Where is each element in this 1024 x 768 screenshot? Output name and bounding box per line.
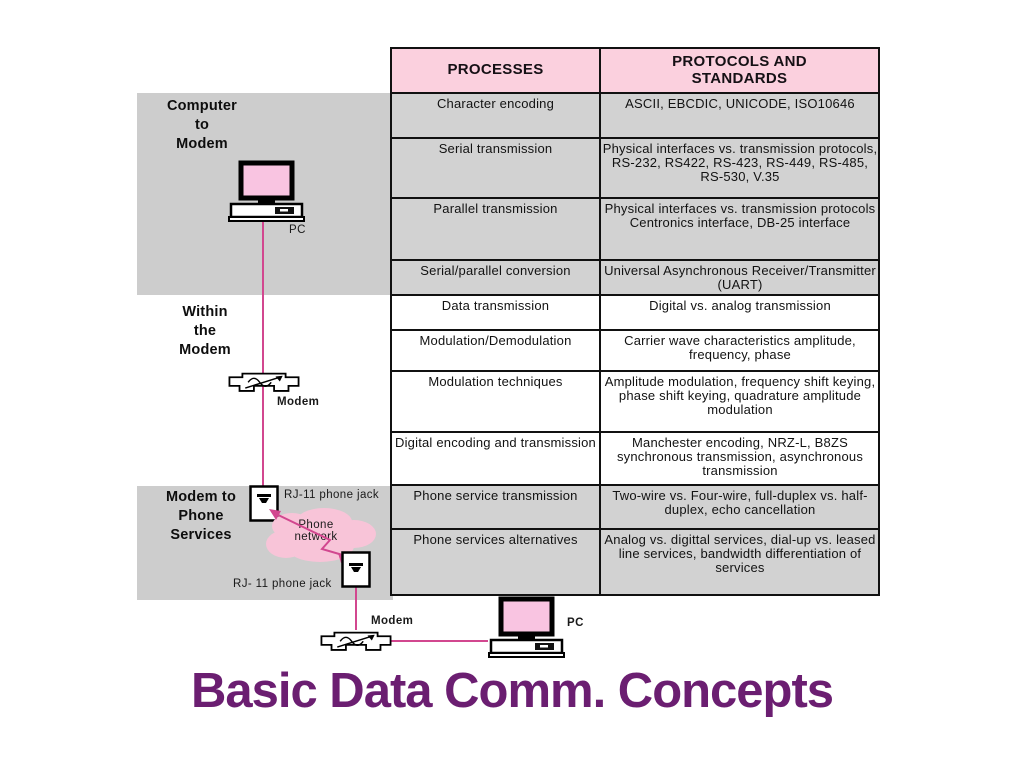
process-table: PROCESSES PROTOCOLS AND STANDARDS Charac… bbox=[390, 47, 880, 596]
pc-to-jack-line bbox=[262, 219, 264, 489]
table-header-row: PROCESSES PROTOCOLS AND STANDARDS bbox=[392, 49, 878, 92]
protocols-cell: Amplitude modulation, frequency shift ke… bbox=[604, 374, 876, 418]
protocols-cell: Manchester encoding, NRZ-L, B8ZS synchro… bbox=[616, 435, 864, 479]
process-cell: Phone service transmission bbox=[392, 486, 601, 528]
table-row: Character encoding ASCII, EBCDIC, UNICODE… bbox=[392, 92, 878, 137]
process-table-body: Character encoding ASCII, EBCDIC, UNICODE… bbox=[392, 92, 878, 594]
table-row: Modulation/Demodulation Carrier wave char… bbox=[392, 329, 878, 370]
pc-icon bbox=[228, 160, 305, 222]
protocols-cell: Universal Asynchronous Receiver/Transmit… bbox=[604, 263, 876, 293]
protocols-cell: ASCII, EBCDIC, UNICODE, ISO10646 bbox=[625, 96, 855, 111]
pc-bottom-label: PC bbox=[567, 617, 584, 629]
process-cell: Serial/parallel conversion bbox=[392, 261, 601, 294]
jack-top-label: RJ-11 phone jack bbox=[284, 489, 380, 501]
protocols-cell: Digital vs. analog transmission bbox=[649, 298, 831, 313]
table-row: Digital encoding and transmission Manches… bbox=[392, 431, 878, 484]
process-cell: Digital encoding and transmission bbox=[392, 433, 601, 484]
rj11-jack-icon bbox=[341, 551, 371, 588]
modem-icon bbox=[320, 631, 392, 651]
table-row: Data transmission Digital vs. analog tran… bbox=[392, 294, 878, 329]
table-row: Phone service transmission Two-wire vs. F… bbox=[392, 484, 878, 528]
pc-icon bbox=[488, 596, 565, 658]
slide-title: Basic Data Comm. Concepts bbox=[190, 664, 834, 718]
process-cell: Modulation techniques bbox=[392, 372, 601, 431]
modem-to-pc-line bbox=[391, 640, 488, 642]
protocols-cell: Physical interfaces vs. transmission pro… bbox=[602, 141, 878, 185]
jack-bottom-label: RJ- 11 phone jack bbox=[233, 578, 332, 590]
process-cell: Modulation/Demodulation bbox=[392, 331, 601, 370]
table-header-processes: PROCESSES bbox=[392, 49, 601, 92]
section-label-modem-to-phone: Modem to Phone Services bbox=[165, 489, 237, 543]
table-header-protocols: PROTOCOLS AND STANDARDS bbox=[672, 52, 807, 87]
modem-bottom-label: Modem bbox=[371, 615, 414, 627]
protocols-cell: Carrier wave characteristics amplitude, … bbox=[624, 333, 856, 363]
jack-to-modem-line bbox=[355, 587, 357, 630]
section-label-within-the-modem: Within the Modem bbox=[179, 304, 231, 358]
process-cell: Character encoding bbox=[392, 94, 601, 137]
pc-top-label: PC bbox=[289, 224, 306, 236]
process-cell: Parallel transmission bbox=[392, 199, 601, 259]
section-label-computer-to-modem: Computer to Modem bbox=[166, 98, 238, 152]
protocols-cell: Physical interfaces vs. transmission pro… bbox=[604, 201, 876, 231]
modem-icon bbox=[228, 372, 300, 392]
protocols-cell: Two-wire vs. Four-wire, full-duplex vs. … bbox=[612, 488, 868, 518]
protocols-cell: Analog vs. digittal services, dial-up vs… bbox=[604, 532, 876, 576]
modem-mid-label: Modem bbox=[277, 396, 320, 408]
process-cell: Data transmission bbox=[392, 296, 601, 329]
process-cell: Serial transmission bbox=[392, 139, 601, 197]
process-cell: Phone services alternatives bbox=[392, 530, 601, 594]
